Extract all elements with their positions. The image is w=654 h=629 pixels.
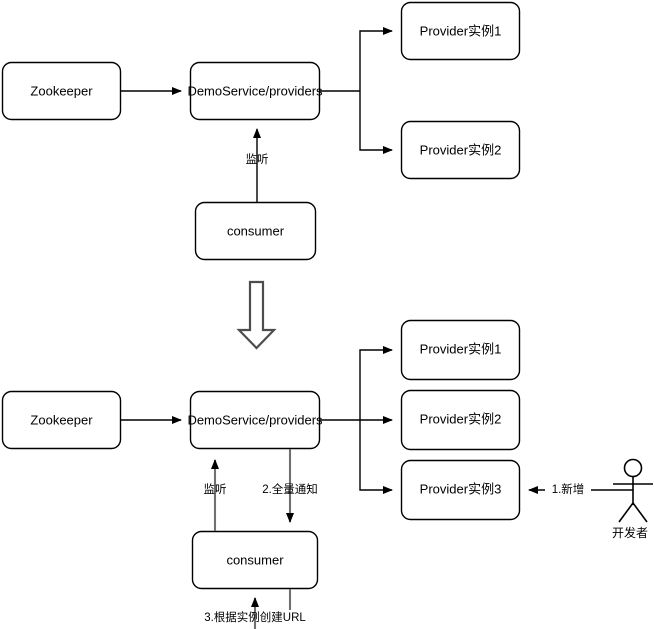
node-box: [400, 120, 521, 180]
actor-label: 开发者: [612, 525, 648, 540]
node-box: [400, 389, 521, 451]
edge-label-add: 1.新增: [552, 482, 585, 496]
actor-leg-left-icon: [618, 502, 634, 523]
node-label: consumer: [226, 552, 284, 567]
node-label: DemoService/providers: [187, 412, 323, 427]
node-label: DemoService/providers: [187, 83, 323, 98]
node-label: Zookeeper: [30, 83, 93, 98]
node-box: [400, 319, 521, 381]
edge-label-full-notify: 2.全量通知: [262, 482, 318, 496]
node-box: [189, 61, 321, 121]
actor-head-icon: [623, 458, 643, 478]
node-box: [400, 459, 521, 521]
edge-label-watch-top: 监听: [246, 153, 269, 166]
node-box: [189, 390, 321, 450]
node-label: Provider实例1: [420, 23, 502, 38]
edge-label-watch-bottom: 监听: [204, 483, 227, 496]
node-zookeeper-top[interactable]: Zookeeper: [1, 61, 122, 121]
node-box: [194, 201, 317, 261]
node-provider-instance-1-bottom[interactable]: Provider实例1: [400, 319, 521, 381]
node-box: [191, 530, 319, 590]
node-demoservice-top[interactable]: DemoService/providers: [187, 61, 323, 121]
edge-demoservice-to-provider3-bottom: [359, 420, 393, 494]
actor-leg-right-icon: [632, 502, 648, 523]
node-provider-instance-3-bottom[interactable]: Provider实例3: [400, 459, 521, 521]
node-label: Provider实例1: [420, 341, 502, 356]
edge-demoservice-to-provider2-top: [359, 91, 393, 154]
node-consumer-bottom[interactable]: consumer: [191, 530, 319, 590]
developer-actor-icon[interactable]: 开发者: [612, 458, 653, 541]
node-label: Zookeeper: [30, 412, 93, 427]
down-arrow-icon: [236, 280, 277, 350]
node-provider-instance-1-top[interactable]: Provider实例1: [400, 1, 521, 61]
edge-label-create-url: 3.根据实例创建URL: [204, 610, 306, 624]
node-label: Provider实例3: [420, 481, 502, 496]
node-provider-instance-2-bottom[interactable]: Provider实例2: [400, 389, 521, 451]
node-zookeeper-bottom[interactable]: Zookeeper: [1, 390, 122, 450]
node-label: Provider实例2: [420, 142, 502, 157]
node-provider-instance-2-top[interactable]: Provider实例2: [400, 120, 521, 180]
node-demoservice-bottom[interactable]: DemoService/providers: [187, 390, 323, 450]
node-box: [400, 1, 521, 61]
edge-demoservice-to-provider1-bottom: [359, 346, 393, 420]
node-consumer-top[interactable]: consumer: [194, 201, 317, 261]
node-label: consumer: [227, 223, 285, 238]
edge-demoservice-to-provider1-top: [359, 27, 393, 91]
edge-label-backdrop: [545, 481, 591, 498]
node-label: Provider实例2: [420, 411, 502, 426]
